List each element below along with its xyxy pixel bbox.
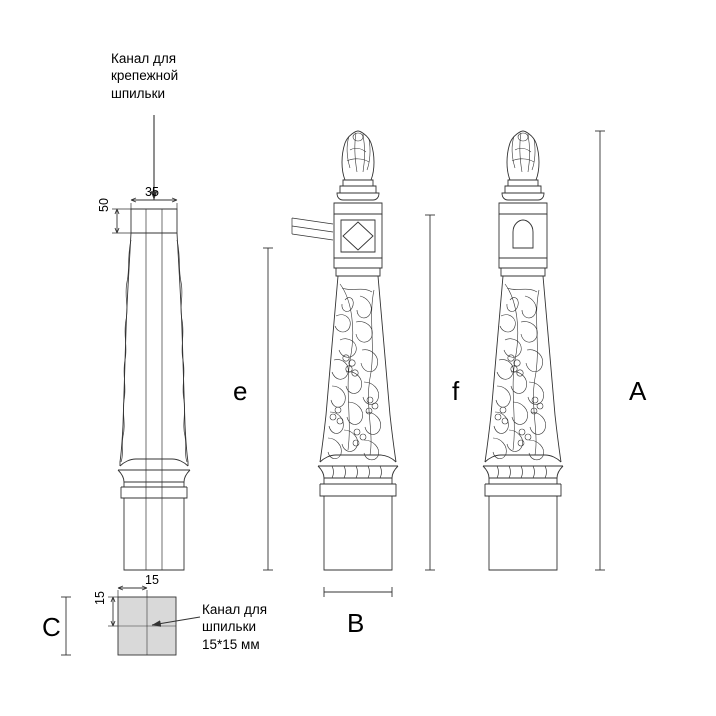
letter-f: f <box>452 376 460 406</box>
dimension-section-left-15: 15 <box>93 591 107 605</box>
annotation-top-note: Канал для крепежной шпильки <box>111 51 179 101</box>
dimension-50: 50 <box>97 198 111 212</box>
dimension-section-top-15: 15 <box>145 573 159 587</box>
letter-B: B <box>347 608 365 638</box>
annotation-bottom-note: Канал для шпильки 15*15 мм <box>202 602 268 652</box>
dimension-35: 35 <box>145 185 159 199</box>
letter-A: A <box>629 376 647 406</box>
letter-C: C <box>42 612 61 642</box>
letter-e: e <box>233 376 248 406</box>
